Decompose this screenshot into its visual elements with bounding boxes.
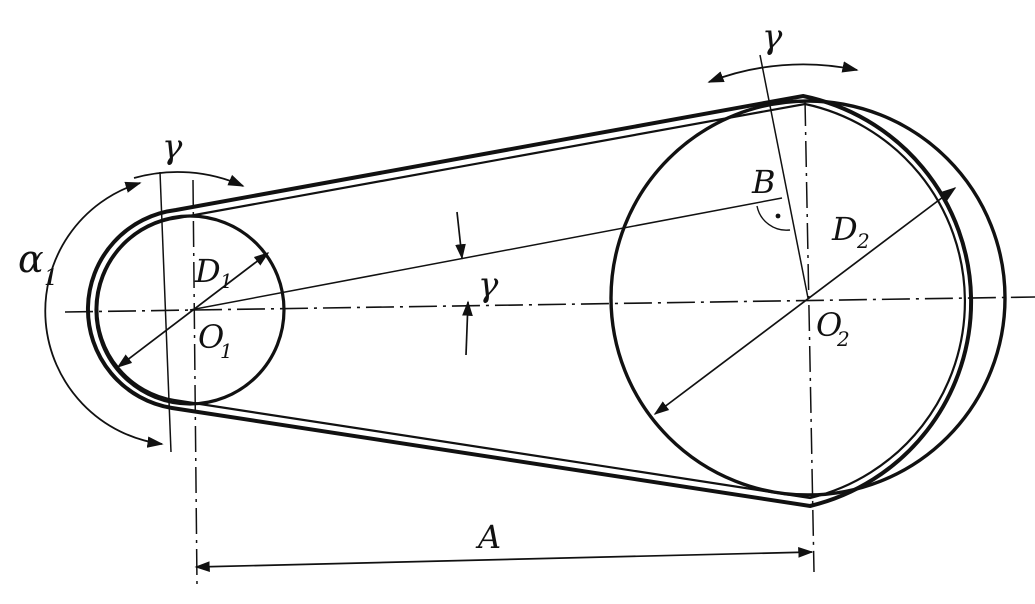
radial-line-o1 <box>159 171 172 453</box>
label-d1: D <box>194 252 221 290</box>
right-angle-dot <box>775 213 781 219</box>
label-gamma-small: γ <box>162 127 183 167</box>
alpha1-angle-arc <box>44 181 164 448</box>
label-distance-a: A <box>475 518 501 556</box>
gamma-arc-small <box>133 171 245 187</box>
label-alpha1-sub: 1 <box>44 266 58 291</box>
label-o1: O <box>198 318 224 356</box>
label-o1-sub: 1 <box>220 339 233 363</box>
label-d1-sub: 1 <box>220 269 233 293</box>
right-angle-mark <box>756 205 791 231</box>
label-d2-sub: 2 <box>856 229 870 253</box>
small-pulley <box>94 214 286 406</box>
center-line <box>64 296 1035 313</box>
gamma-center-arrow-top <box>455 211 466 260</box>
label-d2: D <box>831 210 858 248</box>
belt-outer <box>85 93 974 509</box>
gamma-arc-large <box>707 61 859 83</box>
label-point-b: B <box>751 163 776 201</box>
distance-a-dimension-arrow <box>194 546 814 573</box>
d2-dimension-arrow <box>653 187 957 415</box>
label-o2-sub: 2 <box>836 327 850 351</box>
o2-vertical-reference <box>804 99 815 573</box>
label-gamma-large: γ <box>762 17 783 57</box>
belt-inner <box>96 102 966 500</box>
o1-vertical-reference <box>192 179 198 586</box>
label-o2: O <box>816 306 842 344</box>
label-gamma-center: γ <box>478 265 499 305</box>
gamma-center-arrow-bottom <box>462 300 473 356</box>
label-alpha1: α <box>18 237 44 281</box>
large-pulley <box>609 99 1007 497</box>
